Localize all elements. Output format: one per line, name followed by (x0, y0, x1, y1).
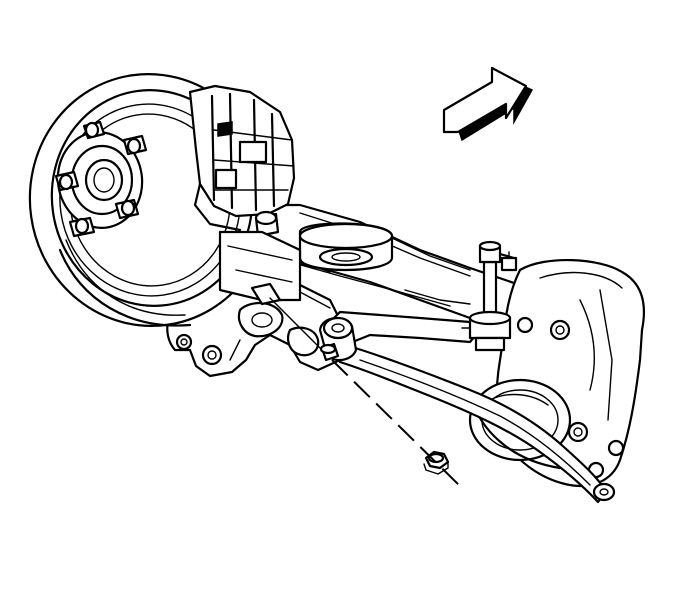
wheel-stud (82, 120, 106, 140)
wheel-stud (114, 198, 140, 220)
wheel-stud (54, 170, 80, 192)
brake-caliper (188, 84, 296, 232)
differential-bolt (567, 421, 589, 443)
stabilizer-end-eyelet (592, 482, 616, 502)
differential-bolt (516, 316, 534, 334)
mounting-nut (423, 450, 450, 475)
wheel-stud (122, 134, 148, 156)
stabilizer-shaft (318, 310, 616, 504)
stud-axis (269, 297, 321, 349)
differential-bolt (607, 439, 625, 457)
stabilizer-link (461, 240, 516, 352)
mounting-stud (319, 342, 340, 362)
axle-flange (218, 230, 302, 306)
front-of-vehicle-arrow-icon (442, 66, 534, 142)
differential-bolt (549, 319, 571, 341)
wheel-stud (68, 216, 96, 238)
caliper-mount-bolt (254, 210, 280, 238)
